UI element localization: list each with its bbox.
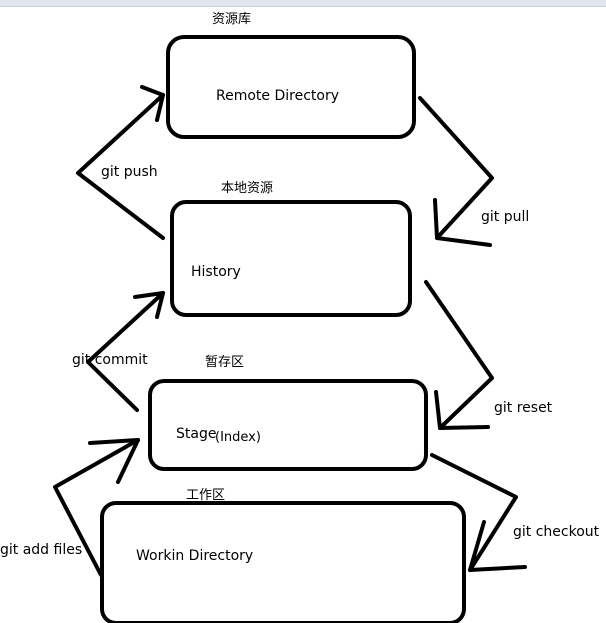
stage-label-suffix: (Index) bbox=[215, 430, 261, 445]
git-pull-arrow bbox=[418, 96, 494, 240]
window-top-bar bbox=[0, 0, 606, 7]
git-checkout-label: git checkout bbox=[513, 524, 600, 540]
git-commit-label: git commit bbox=[72, 352, 148, 368]
git-reset-label: git reset bbox=[494, 400, 553, 416]
git-add-arrowhead bbox=[88, 438, 140, 484]
work-label: Workin Directory bbox=[136, 548, 254, 564]
remote-directory-box bbox=[166, 35, 416, 139]
work-title: 工作区 bbox=[186, 488, 226, 503]
git-push-arrowhead bbox=[140, 85, 165, 122]
git-checkout-arrow bbox=[430, 453, 518, 572]
stage-box bbox=[148, 379, 428, 471]
git-reset-arrow bbox=[424, 280, 494, 430]
working-directory-box bbox=[100, 501, 466, 623]
git-add-label: git add files bbox=[0, 542, 83, 558]
history-title: 本地资源 bbox=[221, 181, 274, 196]
git-reset-arrowhead bbox=[434, 390, 490, 430]
git-add-arrow bbox=[53, 438, 140, 577]
history-label: History bbox=[191, 264, 241, 280]
stage-label: Stage bbox=[176, 426, 217, 442]
git-pull-label: git pull bbox=[481, 209, 530, 225]
stage-title: 暂存区 bbox=[205, 355, 245, 370]
git-pull-arrowhead bbox=[433, 198, 492, 247]
remote-label: Remote Directory bbox=[216, 88, 339, 104]
git-commit-arrow bbox=[86, 291, 165, 412]
git-commit-arrowhead bbox=[133, 291, 165, 319]
remote-title: 资源库 bbox=[212, 12, 252, 27]
git-push-arrow bbox=[76, 93, 165, 240]
git-push-label: git push bbox=[101, 164, 158, 180]
git-checkout-arrowhead bbox=[468, 520, 527, 572]
history-box bbox=[170, 200, 412, 317]
